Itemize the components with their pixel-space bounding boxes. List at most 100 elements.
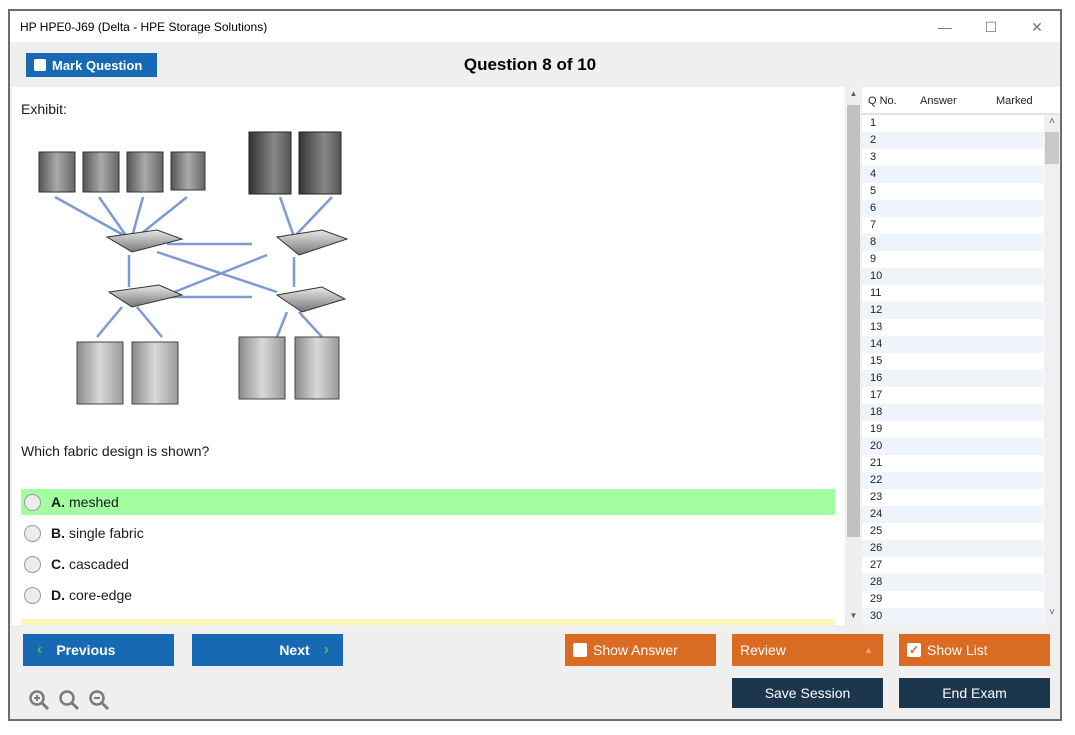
maximize-button[interactable]: ☐: [984, 18, 998, 35]
option-text: cascaded: [69, 556, 129, 572]
option-text: core-edge: [69, 587, 133, 603]
question-list-scrollbar[interactable]: ˄ ˅: [1044, 115, 1060, 625]
question-panel: Exhibit:: [12, 87, 848, 625]
show-answer-label: Show Answer: [593, 642, 678, 658]
exhibit-label: Exhibit:: [21, 101, 67, 117]
server-icons: [38, 151, 206, 193]
chevron-right-icon: ›: [323, 641, 329, 658]
question-list-row[interactable]: 6: [862, 200, 1043, 217]
option-letter: C.: [51, 556, 65, 572]
option-letter: B.: [51, 525, 65, 541]
option-letter: A.: [51, 494, 65, 510]
question-list-row[interactable]: 8: [862, 234, 1043, 251]
scroll-up-icon[interactable]: ▲: [849, 89, 858, 98]
radio-button[interactable]: [24, 555, 41, 573]
question-list-row[interactable]: 5: [870, 185, 877, 197]
question-list-row[interactable]: 10: [862, 268, 1043, 285]
option-d[interactable]: D. core-edge: [21, 582, 835, 608]
scroll-thumb[interactable]: [847, 105, 860, 537]
next-label: Next: [279, 642, 310, 658]
question-list-row[interactable]: 2: [862, 132, 1043, 149]
zoom-out-icon[interactable]: [88, 689, 110, 711]
header-marked[interactable]: Marked: [996, 95, 1033, 107]
show-list-label: Show List: [927, 642, 988, 658]
question-list-row[interactable]: 9: [870, 253, 877, 265]
minimize-button[interactable]: —: [938, 19, 952, 35]
chevron-left-icon: ‹: [37, 641, 43, 658]
app-window: HP HPE0-J69 (Delta - HPE Storage Solutio…: [8, 9, 1062, 721]
question-counter: Question 8 of 10: [463, 55, 597, 74]
checkbox-icon: [34, 59, 46, 71]
option-a[interactable]: A. meshed: [21, 489, 835, 515]
close-button[interactable]: ✕: [1031, 18, 1043, 35]
content-scrollbar[interactable]: ▲ ▼: [845, 87, 862, 625]
chevron-down-icon[interactable]: ˅: [1049, 607, 1055, 618]
question-list-row[interactable]: 3: [870, 151, 877, 163]
question-list-row[interactable]: 25: [870, 525, 883, 537]
review-dropdown[interactable]: Review ▲: [732, 634, 883, 666]
show-answer-toggle[interactable]: Show Answer: [565, 634, 716, 666]
explanation-bar: [21, 619, 835, 625]
save-session-label: Save Session: [764, 685, 851, 701]
question-list-row[interactable]: 24: [862, 506, 1043, 523]
option-c[interactable]: C. cascaded: [21, 551, 835, 577]
zoom-controls: [28, 689, 110, 711]
header-answer[interactable]: Answer: [920, 95, 957, 107]
question-list-row[interactable]: 20: [862, 438, 1043, 455]
question-list-row[interactable]: 17: [870, 389, 883, 401]
caret-up-icon: ▲: [864, 645, 873, 655]
title-bar: HP HPE0-J69 (Delta - HPE Storage Solutio…: [10, 11, 1060, 42]
end-exam-label: End Exam: [942, 685, 1007, 701]
previous-button[interactable]: ‹ Previous: [23, 634, 174, 666]
show-list-toggle[interactable]: ✓ Show List: [899, 634, 1050, 666]
question-list-row[interactable]: 22: [862, 472, 1043, 489]
mark-question-button[interactable]: Mark Question: [26, 53, 157, 77]
end-exam-button[interactable]: End Exam: [899, 678, 1050, 708]
tower-icons: [248, 131, 342, 195]
question-list-row[interactable]: 4: [862, 166, 1043, 183]
radio-button[interactable]: [24, 586, 41, 604]
scroll-thumb[interactable]: [1045, 132, 1059, 164]
review-label: Review: [740, 642, 786, 658]
question-list-row[interactable]: 28: [862, 574, 1043, 591]
question-list-row[interactable]: 18: [862, 404, 1043, 421]
question-list-row[interactable]: 15: [870, 355, 883, 367]
switch-icons: [105, 229, 349, 313]
radio-button[interactable]: [24, 493, 41, 511]
question-list-row[interactable]: 1: [870, 117, 877, 129]
mark-question-label: Mark Question: [52, 57, 143, 73]
toolbar: Mark Question Question 8 of 10: [10, 42, 1060, 87]
option-letter: D.: [51, 587, 65, 603]
question-list-row[interactable]: 27: [870, 559, 883, 571]
checkbox-icon: [573, 643, 587, 657]
radio-button[interactable]: [24, 524, 41, 542]
previous-label: Previous: [56, 642, 116, 658]
question-list-row[interactable]: 7: [870, 219, 877, 231]
question-list-header: Q No. Answer Marked: [862, 87, 1060, 115]
question-list-row[interactable]: 21: [870, 457, 883, 469]
save-session-button[interactable]: Save Session: [732, 678, 883, 708]
checkbox-checked-icon: ✓: [907, 643, 921, 657]
question-list-row[interactable]: 23: [870, 491, 883, 503]
question-text: Which fabric design is shown?: [21, 443, 210, 459]
question-list-row[interactable]: 13: [870, 321, 883, 333]
question-list-row[interactable]: 14: [862, 336, 1043, 353]
question-list-row[interactable]: 11: [870, 287, 882, 299]
header-qno[interactable]: Q No.: [868, 95, 897, 107]
question-list-row[interactable]: 19: [870, 423, 883, 435]
question-list-row[interactable]: 29: [870, 593, 883, 605]
zoom-reset-icon[interactable]: [58, 689, 80, 711]
chevron-up-icon[interactable]: ˄: [1049, 116, 1055, 127]
option-b[interactable]: B. single fabric: [21, 520, 835, 546]
zoom-in-icon[interactable]: [28, 689, 50, 711]
scroll-down-icon[interactable]: ▼: [849, 611, 858, 620]
question-list-row[interactable]: 30: [862, 608, 1043, 625]
question-list-row[interactable]: 16: [862, 370, 1043, 387]
option-text: meshed: [69, 494, 119, 510]
exhibit-diagram: [38, 131, 349, 405]
question-list-row[interactable]: 12: [862, 302, 1043, 319]
question-list-row[interactable]: 26: [862, 540, 1043, 557]
next-button[interactable]: Next ›: [192, 634, 343, 666]
